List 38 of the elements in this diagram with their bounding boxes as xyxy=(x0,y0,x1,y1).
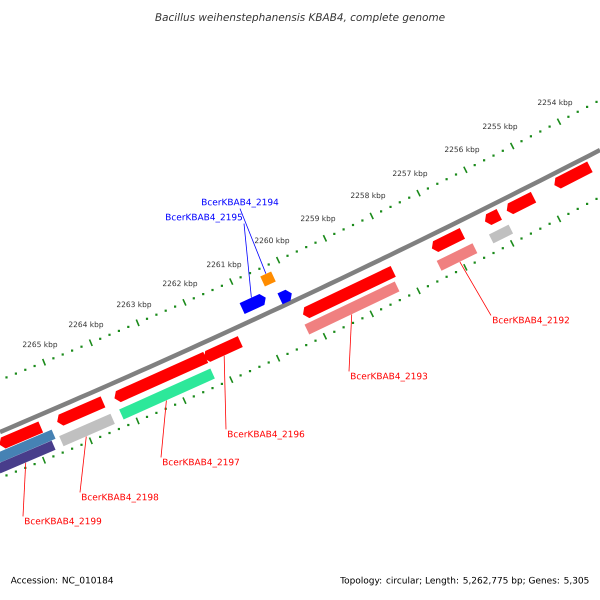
leader-line xyxy=(224,355,226,430)
gene-block xyxy=(484,209,502,225)
gene-block xyxy=(114,352,208,402)
gene-label: BcerKBAB4_2198 xyxy=(82,494,158,502)
gene-block xyxy=(554,162,593,188)
leader-line xyxy=(244,223,252,298)
title: Bacillus weihenstephanensis KBAB4, complete genome xyxy=(155,12,445,24)
gene-bar xyxy=(260,271,276,287)
gene-block xyxy=(240,294,266,314)
gene-block xyxy=(0,421,44,449)
leader-line xyxy=(22,462,26,517)
gene-block xyxy=(204,336,243,362)
accession-text: Accession: NC_010184 xyxy=(10,576,114,586)
gene-label: BcerKBAB4_2197 xyxy=(163,458,240,468)
gene-bar xyxy=(436,243,478,271)
gene-block xyxy=(303,266,396,318)
gene-label: BcerKBAB4_2193 xyxy=(351,372,428,382)
gene-bar xyxy=(59,414,115,446)
gene-label: BcerKBAB4_2194 xyxy=(202,198,278,208)
gene-bar xyxy=(0,430,56,462)
leader-line xyxy=(160,400,167,458)
leader-line xyxy=(459,262,492,316)
gene-bar xyxy=(304,281,400,335)
gene-block xyxy=(506,192,536,214)
gene-block xyxy=(432,228,466,252)
leader-line xyxy=(80,436,87,493)
gene-block xyxy=(57,396,106,426)
gene-label: BcerKBAB4_2199 xyxy=(25,518,102,526)
gene-bar xyxy=(488,224,514,244)
gene-bar xyxy=(0,440,56,474)
leader-line xyxy=(348,314,352,372)
gene-label: BcerKBAB4_2192 xyxy=(493,316,569,326)
gene-label: BcerKBAB4_2195 xyxy=(166,214,242,222)
gene-block xyxy=(277,290,292,304)
gene-label: BcerKBAB4_2196 xyxy=(228,430,304,440)
genome-stats-text: Topology: circular; Length: 5,262,775 bp; Genes: 5,305 xyxy=(340,576,589,586)
gene-bar xyxy=(119,368,215,420)
leader-line xyxy=(240,208,266,274)
